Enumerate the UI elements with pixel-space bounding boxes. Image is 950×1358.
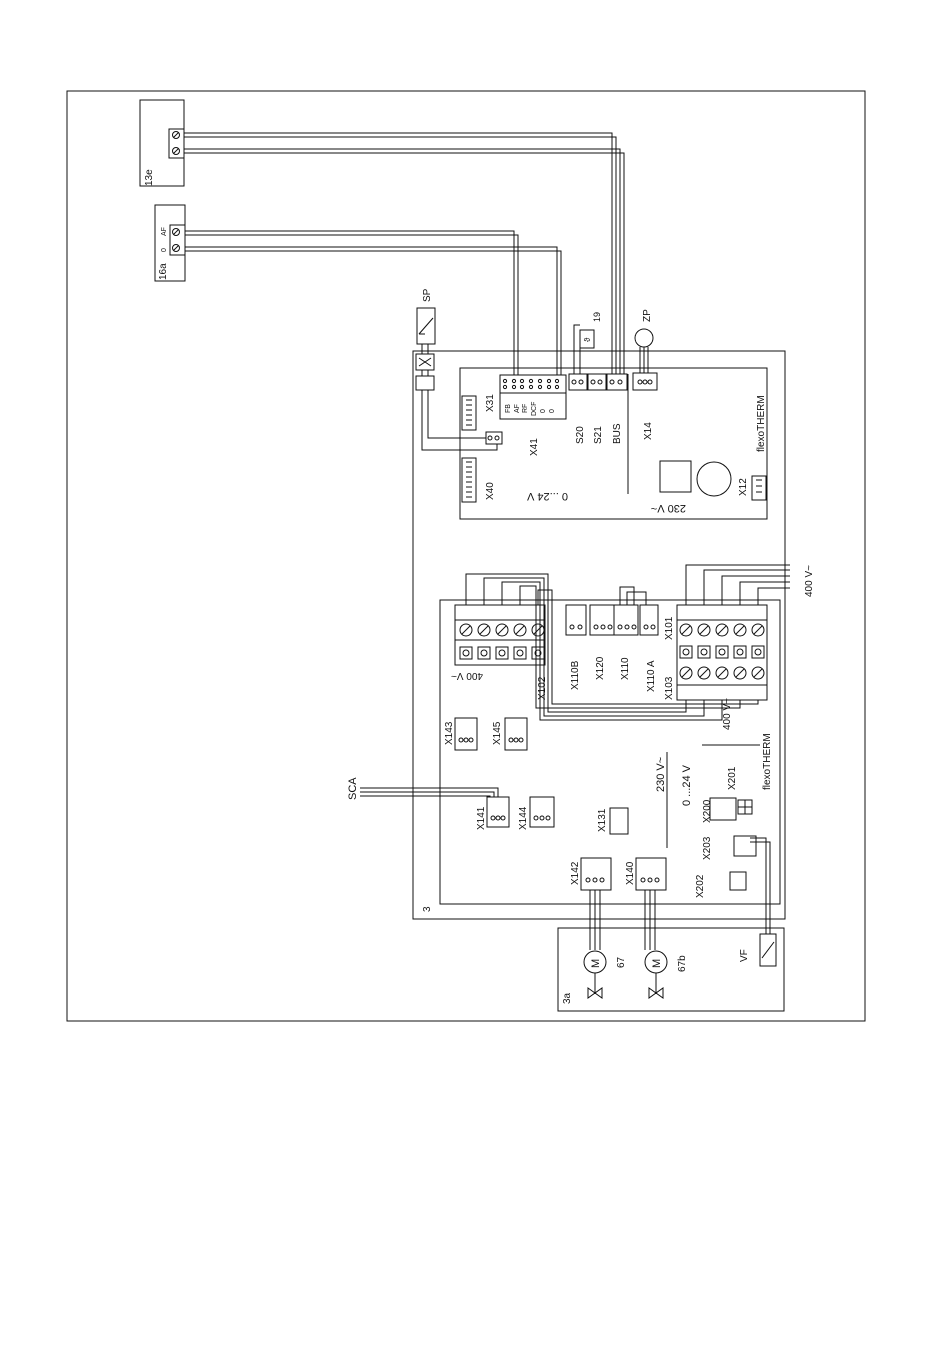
label-x12: X12: [738, 478, 749, 496]
label-s21: S21: [593, 426, 604, 444]
component-3a: 3a M 67 M 67b VF: [558, 890, 784, 1011]
label-x131: X131: [597, 808, 608, 832]
cable-16a-x41: [185, 231, 561, 377]
label-16a: 16a: [158, 263, 169, 280]
power-board: 400 V~ X102 X110B X120 X110 X110 A X101 …: [347, 565, 815, 934]
label-19-inner: ϑ: [583, 337, 592, 342]
label-x142: X142: [570, 861, 581, 885]
label-af: AF: [514, 404, 521, 413]
label-400v-x102: 400 V~: [451, 670, 483, 681]
label-x102: X102: [537, 676, 548, 700]
label-rf: RF: [522, 404, 529, 413]
component-16a: 16a 0 AF: [155, 205, 185, 281]
label-x202: X202: [695, 874, 706, 898]
label-x101: X101: [664, 616, 675, 640]
label-230v-bottom: 230 V~: [655, 757, 667, 792]
label-vf: VF: [739, 949, 750, 962]
label-x203: X203: [702, 836, 713, 860]
label-sp: SP: [422, 288, 433, 302]
label-0-24v-top: 0 ...24 V: [526, 490, 568, 502]
label-3: 3: [422, 906, 433, 912]
label-x31: X31: [485, 394, 496, 412]
label-19: 19: [592, 312, 602, 322]
label-x110: X110: [620, 657, 631, 680]
label-x145: X145: [492, 721, 503, 745]
label-bus: BUS: [612, 423, 623, 444]
label-sca: SCA: [347, 777, 359, 800]
label-x120: X120: [595, 656, 606, 680]
label-x103: X103: [664, 676, 675, 700]
label-400v-x101: 400 V~: [722, 698, 733, 730]
control-board: X31 X40 FB AF RF DCF 0 0 X41: [460, 368, 767, 519]
label-x201: X201: [727, 766, 738, 790]
motor-67b-symbol: M: [651, 959, 663, 968]
label-zp: ZP: [642, 309, 653, 322]
label-67: 67: [616, 956, 627, 968]
label-x200: X200: [702, 799, 713, 823]
label-67b: 67b: [677, 955, 688, 972]
motor-67-symbol: M: [590, 959, 602, 968]
label-3a: 3a: [562, 992, 573, 1004]
label-x141: X141: [476, 806, 487, 830]
label-0-24v-bottom: 0 ...24 V: [681, 764, 693, 806]
label-dcf: DCF: [531, 402, 538, 416]
label-x110a: X110 A: [646, 660, 657, 692]
label-zero1: 0: [540, 409, 547, 413]
label-230v-top: 230 V~: [651, 502, 686, 514]
label-x110b: X110B: [570, 660, 581, 690]
sensor-sp: SP: [416, 288, 502, 450]
label-fb: FB: [505, 404, 512, 413]
label-16a-zero: 0: [161, 248, 168, 252]
cable-13e-bus: [184, 133, 624, 377]
label-13e: 13e: [144, 169, 155, 186]
label-x143: X143: [444, 721, 455, 745]
pump-zp: ZP: [635, 309, 653, 375]
label-s20: S20: [575, 426, 586, 444]
label-flexotherm-top: flexoTHERM: [756, 395, 767, 452]
label-400v-in: 400 V~: [804, 565, 815, 597]
label-x40: X40: [485, 482, 496, 500]
label-x41: X41: [529, 438, 540, 456]
label-x14: X14: [643, 422, 654, 440]
component-19: 19 ϑ: [574, 312, 602, 376]
label-16a-af: AF: [161, 227, 168, 236]
label-zero2: 0: [549, 409, 556, 413]
label-x144: X144: [518, 806, 529, 830]
label-x140: X140: [625, 861, 636, 885]
component-13e: 13e: [140, 100, 184, 186]
label-flexotherm-bottom: flexoTHERM: [762, 733, 773, 790]
